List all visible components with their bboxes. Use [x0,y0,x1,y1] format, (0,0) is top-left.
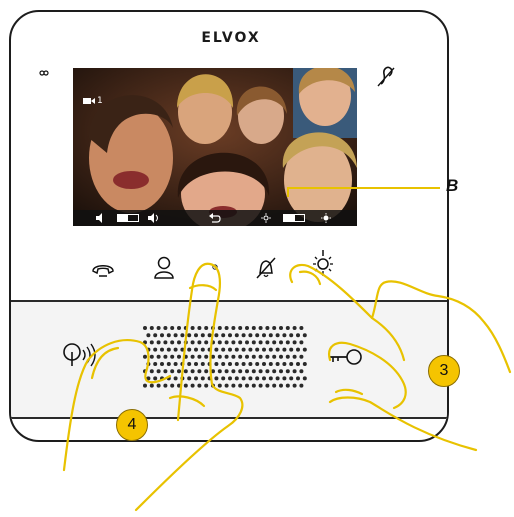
key-lock-icon[interactable] [329,348,363,366]
intercom-talk-icon[interactable] [61,342,103,368]
mic-icon [39,70,49,76]
hearing-aid-icon [375,64,397,88]
step-badge-3: 3 [428,355,460,387]
camera-number: 1 [97,96,103,106]
brightness-high-icon[interactable] [321,213,331,223]
status-led [212,264,218,270]
step-badge-4: 4 [116,409,148,441]
callout-label-b: B [446,176,459,195]
camera-icon [83,97,95,105]
mute-bell-icon[interactable] [255,256,277,280]
right-hand-illustration [289,263,512,452]
brightness-low-icon[interactable] [261,213,271,223]
handset-icon[interactable] [91,262,115,278]
speaker-low-icon[interactable] [95,213,105,223]
brand-logo: ELVOX [201,30,261,46]
speaker-grille [141,324,311,394]
user-icon[interactable] [153,256,175,280]
speaker-volume-bar[interactable] [117,214,139,222]
left-hand-illustration [62,262,244,512]
back-icon[interactable] [209,213,221,223]
video-screen: 1 [73,68,357,226]
brightness-bar[interactable] [283,214,305,222]
callout-line [287,187,440,197]
speaker-high-icon[interactable] [147,213,161,223]
intercom-device: ELVOX [9,10,449,442]
